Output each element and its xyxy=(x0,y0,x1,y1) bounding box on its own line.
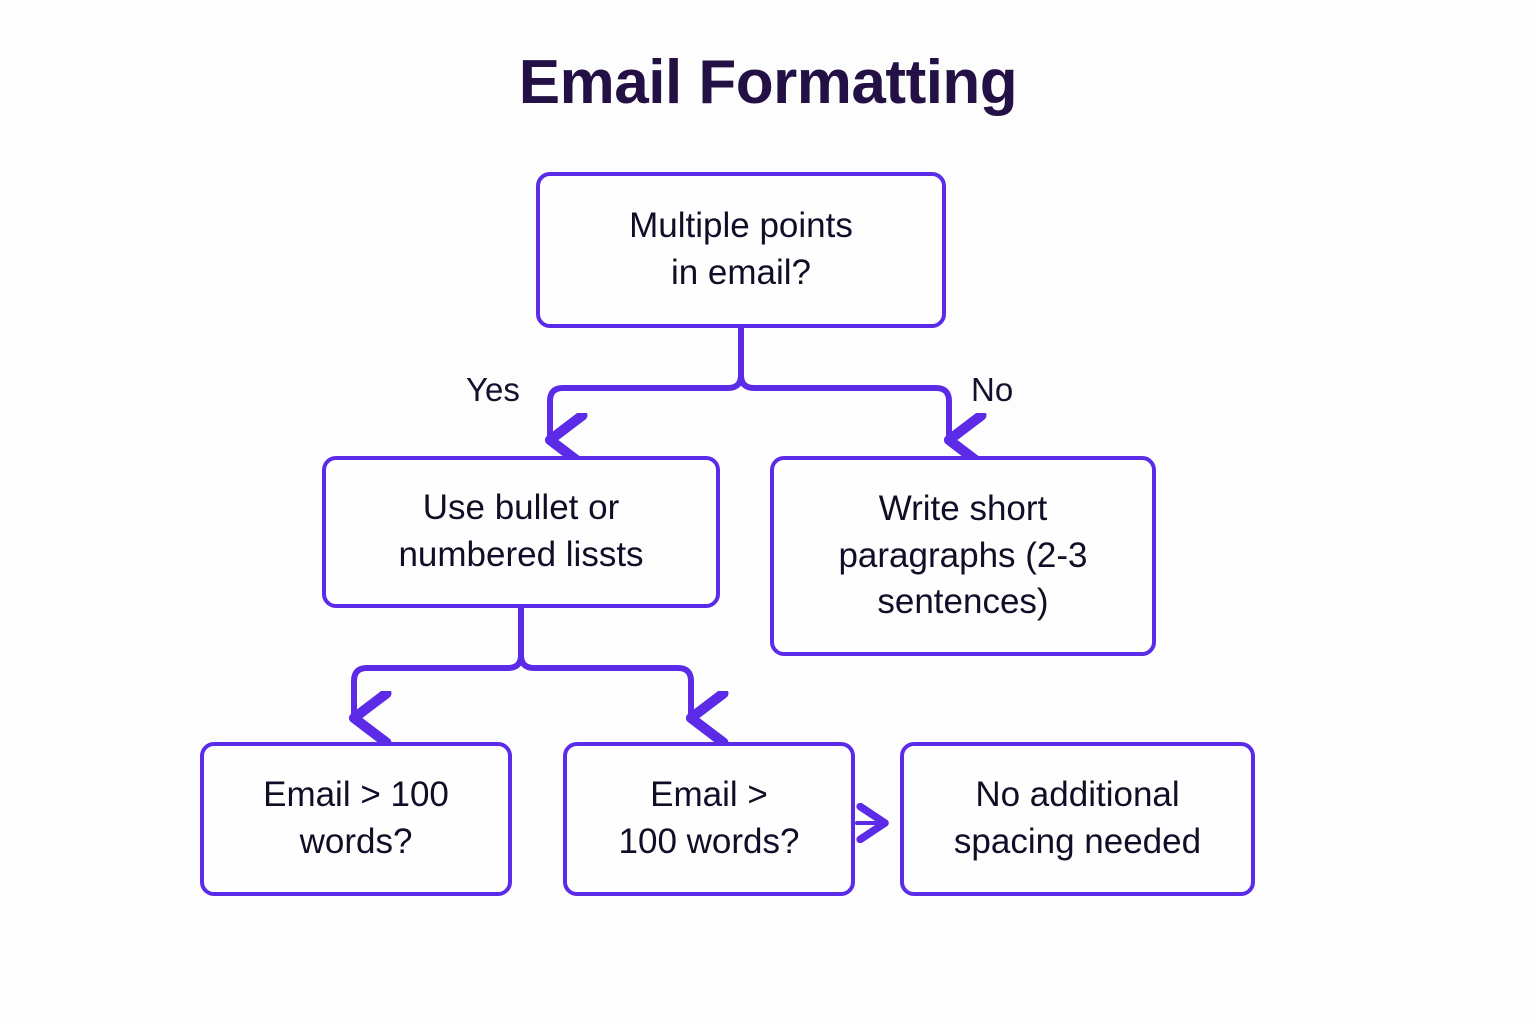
page-title: Email Formatting xyxy=(518,48,1018,117)
node-use-bullet-lists[interactable]: Use bullet or numbered lissts xyxy=(322,456,720,608)
edge-label-yes: Yes xyxy=(466,371,520,408)
node-write-short-paragraphs[interactable]: Write short paragraphs (2-3 sentences) xyxy=(770,456,1156,656)
edge-root-split xyxy=(550,325,949,440)
edge-bullet-split xyxy=(354,605,691,718)
node-no-additional-spacing[interactable]: No additional spacing needed xyxy=(900,742,1255,896)
node-email-over-100-words-mid[interactable]: Email > 100 words? xyxy=(563,742,855,896)
node-email-over-100-words-left[interactable]: Email > 100 words? xyxy=(200,742,512,896)
edge-label-no: No xyxy=(971,371,1014,408)
node-multiple-points[interactable]: Multiple points in email? xyxy=(536,172,946,328)
